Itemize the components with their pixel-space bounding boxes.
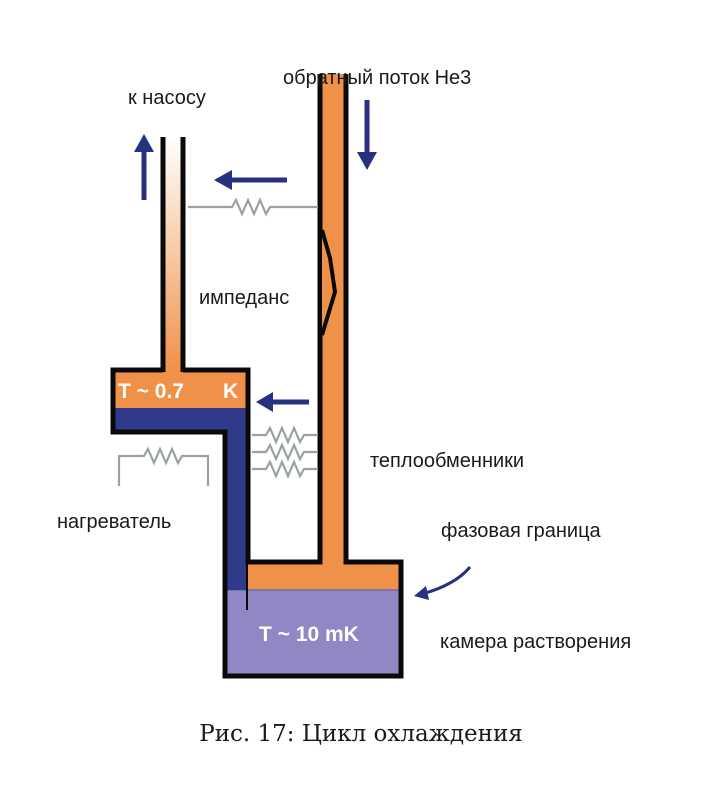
label-heat-exchangers: теплообменники <box>370 450 524 472</box>
dilute-channel <box>225 432 248 590</box>
impedance-constriction <box>320 229 338 336</box>
arrow-up-to-pump <box>134 134 154 200</box>
still-outline <box>110 74 404 679</box>
arrow-left-still <box>256 392 309 412</box>
label-impedance: импеданс <box>199 287 289 309</box>
still-temp-background <box>113 370 248 398</box>
label-mixing-temp: T ~ 10 mK <box>259 623 359 646</box>
mixing-chamber-dilute-phase <box>225 590 401 676</box>
label-still-temp: T ~ 0.7 <box>118 380 184 403</box>
arrow-phase-boundary <box>421 566 472 596</box>
label-return-flow: обратный поток He3 <box>283 67 471 89</box>
arrow-left-impedance <box>214 170 287 190</box>
mixing-chamber-concentrated-phase <box>225 562 401 590</box>
heater-resistor <box>117 446 210 486</box>
arrow-down-return-flow <box>357 100 377 170</box>
return-line-tube <box>322 74 344 562</box>
label-to-pump: к насосу <box>128 87 206 109</box>
label-mixing-chamber: камера растворения <box>440 631 631 653</box>
label-phase-boundary: фазовая граница <box>441 520 602 542</box>
impedance-thermal-link <box>188 197 318 217</box>
label-heater: нагреватель <box>57 511 171 533</box>
still-blue-layer <box>113 408 248 432</box>
heat-exchanger-resistors <box>252 425 318 479</box>
pump-line <box>165 137 181 370</box>
arrow-phase-boundary-head <box>414 586 429 600</box>
figure-caption: Рис. 17: Цикл охлаждения <box>199 721 523 747</box>
label-still-temp-unit: K <box>223 380 238 403</box>
